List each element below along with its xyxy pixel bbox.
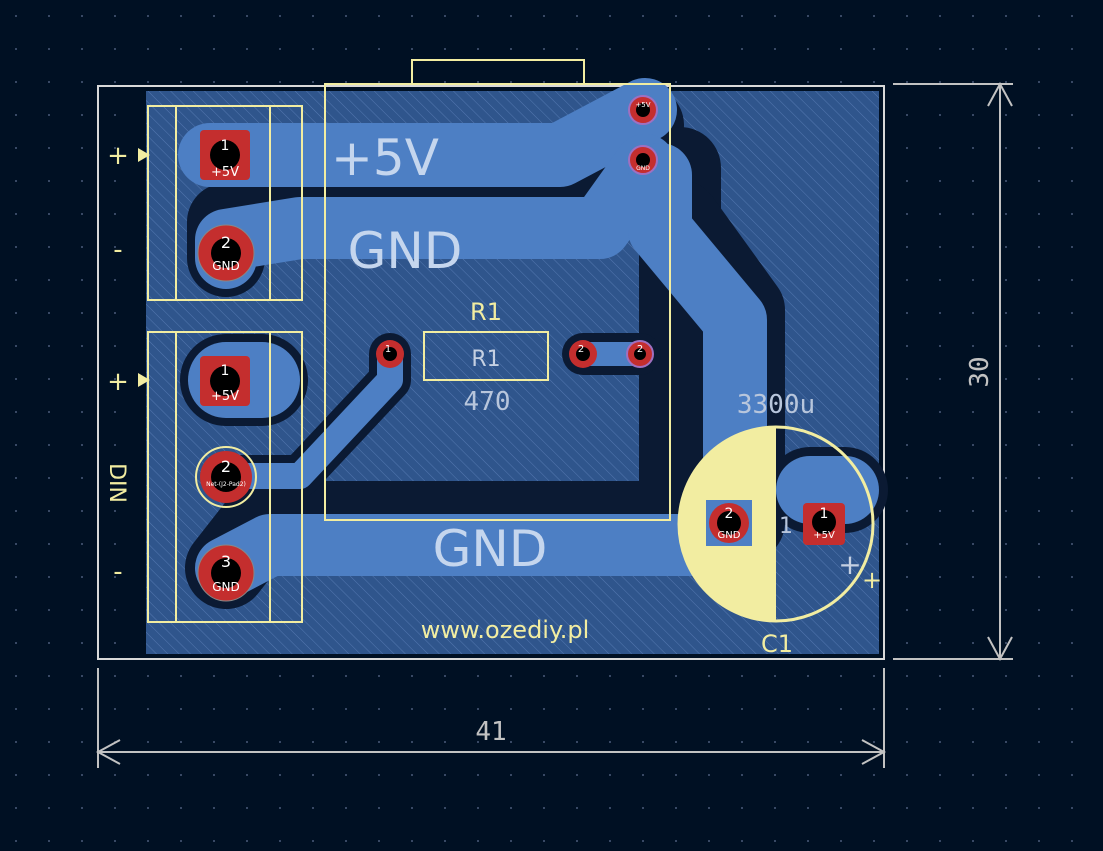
j2-pin1-arrow — [138, 373, 150, 387]
c1-value-label: 3300u — [737, 390, 815, 420]
svg-text:+5V: +5V — [635, 101, 650, 109]
c1-pad-2[interactable]: 2 GND — [706, 500, 752, 546]
r1-value-label: 470 — [464, 387, 511, 417]
svg-text:3: 3 — [221, 552, 231, 571]
j1-silk-outline — [147, 105, 303, 301]
svg-text:2: 2 — [578, 344, 584, 355]
c1-pad-1[interactable]: 1 +5V — [803, 503, 845, 545]
svg-text:+5V: +5V — [813, 530, 835, 541]
j2-pad-3[interactable]: 3 GND — [197, 544, 255, 602]
j2-minus-label: - — [113, 557, 122, 587]
j2-plus-label: + — [107, 367, 129, 397]
c1-pin1-mark: 1 — [779, 514, 793, 539]
svg-text:2: 2 — [637, 344, 643, 355]
net-label-gnd-top: GND — [348, 222, 463, 280]
r1-body-outline — [423, 331, 549, 381]
j1-pad-2[interactable]: 2 GND — [197, 224, 255, 282]
j2-pad-2[interactable]: 2 Net-(J2-Pad2) — [195, 446, 257, 508]
net-label-5v: +5V — [331, 129, 439, 187]
top-via-5v[interactable]: +5V — [628, 95, 658, 125]
module-silk-outline — [324, 59, 671, 521]
dimension-height — [893, 81, 1013, 662]
j1-pad-1[interactable]: 1 +5V — [200, 130, 250, 180]
svg-text:2: 2 — [725, 506, 734, 522]
c1-plus-mark: + — [838, 548, 861, 581]
track-gnd-right — [628, 143, 767, 552]
svg-text:+5V: +5V — [211, 165, 239, 180]
board-outline — [97, 85, 885, 660]
svg-text:Net-(J2-Pad2): Net-(J2-Pad2) — [206, 481, 246, 488]
track-5v-top — [178, 78, 677, 187]
svg-text:1: 1 — [385, 344, 391, 355]
j1-plus-label: + — [107, 141, 129, 171]
website-label: www.ozediy.pl — [421, 616, 590, 644]
c1-outline — [677, 425, 875, 623]
pads: 1 +5V 2 GND 1 +5V 2 Net-(J2-Pad2) — [195, 95, 845, 602]
r1-ref-label: R1 — [470, 298, 502, 326]
r1-fab-ref: R1 — [471, 347, 500, 372]
net-label-gnd-bottom: GND — [433, 520, 548, 578]
svg-text:GND: GND — [212, 259, 240, 273]
j2-din-label: DIN — [104, 463, 129, 503]
c1-ref-label: C1 — [761, 630, 793, 658]
c1-plus-mark-2: + — [862, 566, 882, 594]
svg-text:2: 2 — [221, 457, 231, 476]
j2-pad-1[interactable]: 1 +5V — [200, 356, 250, 406]
svg-text:1: 1 — [221, 363, 230, 379]
top-via-gnd[interactable]: GND — [628, 145, 658, 175]
dimension-width — [95, 668, 887, 768]
dimension-height-label: 30 — [965, 356, 995, 387]
r1-pad-1[interactable]: 1 — [376, 340, 404, 368]
svg-text:2: 2 — [221, 233, 231, 252]
dimension-width-label: 41 — [475, 717, 506, 747]
j1-minus-label: - — [113, 235, 122, 265]
svg-text:GND: GND — [718, 530, 741, 541]
j3-pad-2[interactable]: 2 — [626, 340, 654, 368]
r1-pad-2[interactable]: 2 — [569, 340, 597, 368]
svg-text:1: 1 — [820, 506, 829, 522]
svg-text:GND: GND — [212, 580, 240, 594]
svg-text:+5V: +5V — [211, 389, 239, 404]
j1-pin1-arrow — [138, 148, 150, 162]
svg-text:1: 1 — [221, 138, 230, 154]
svg-text:GND: GND — [636, 165, 650, 172]
j2-silk-outline — [147, 331, 303, 623]
